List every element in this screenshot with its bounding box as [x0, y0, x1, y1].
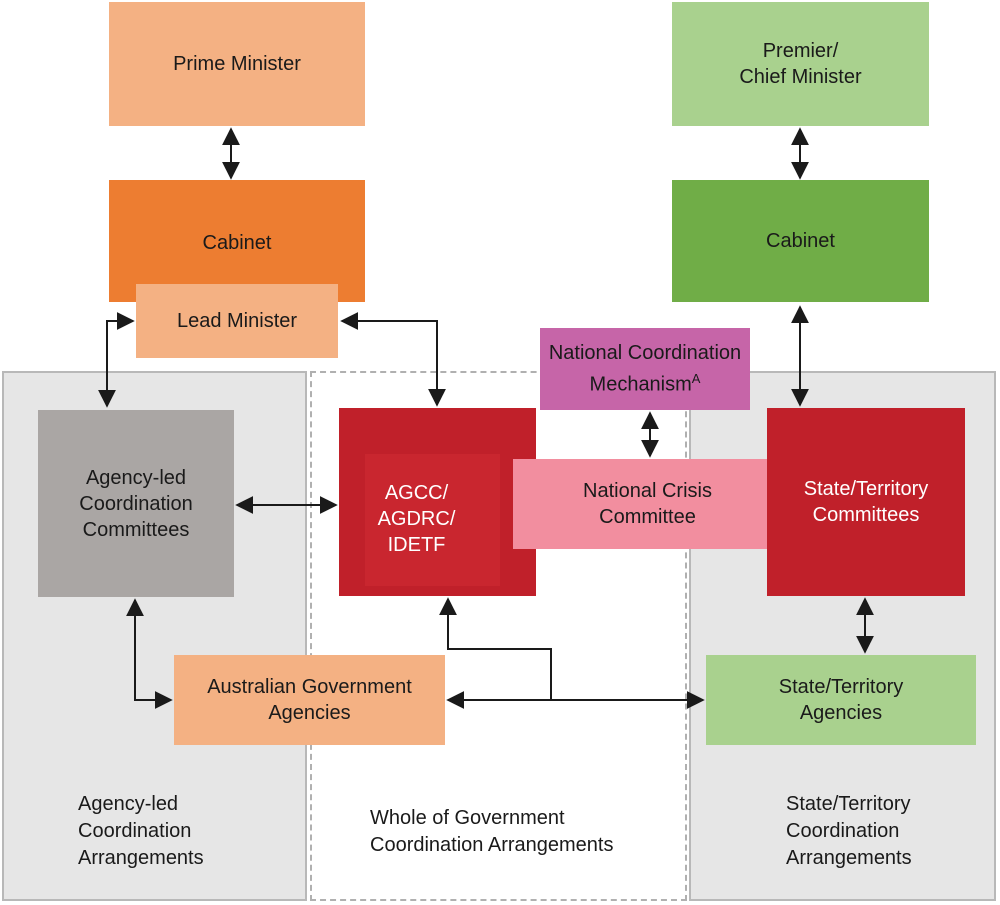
prime-minister-label: Prime Minister [173, 53, 301, 75]
state-agencies-label: State/Territory Agencies [778, 676, 904, 724]
footnote-marker: A [691, 371, 701, 387]
premier-label: Premier/ Chief Minister [739, 40, 862, 88]
state-agencies-box: State/Territory Agencies [706, 655, 976, 745]
state-cabinet-box: Cabinet [672, 180, 929, 302]
agency-led-region-label: Agency-led Coordination Arrangements [78, 793, 204, 869]
national-crisis-committee-box: National Crisis Committee [513, 459, 782, 549]
australian-government-agencies-box: Australian Government Agencies [174, 655, 445, 745]
arrow-agency-committees-aus-agencies [126, 598, 173, 709]
agcc-inner-panel [365, 454, 500, 586]
lead-minister-box: Lead Minister [136, 284, 338, 358]
agcc-label: AGCC/ AGDRC/ IDETF [377, 482, 456, 556]
national-coordination-mechanism-box: National Coordination MechanismA [540, 328, 750, 410]
national-crisis-committee-label: National Crisis Committee [583, 480, 712, 528]
lead-minister-label: Lead Minister [176, 310, 298, 332]
premier-box: Premier/ Chief Minister [672, 2, 929, 126]
prime-minister-box: Prime Minister [109, 2, 365, 126]
agency-led-committees-box: Agency-led Coordination Committees [38, 410, 234, 597]
arrow-agcc-agencies-link [439, 597, 552, 700]
federal-cabinet-box: Cabinet [109, 180, 365, 302]
state-committees-label: State/Territory Committees [803, 478, 929, 526]
agcc-box: AGCC/ AGDRC/ IDETF [339, 408, 536, 596]
whole-of-government-region-label: Whole of Government Coordination Arrange… [370, 807, 614, 856]
arrow-lead-minister-agency-committees [98, 312, 135, 408]
agency-led-committees-label: Agency-led Coordination Committees [79, 466, 193, 541]
state-cabinet-label: Cabinet [766, 230, 835, 252]
state-committees-box: State/Territory Committees [767, 408, 965, 596]
australian-government-agencies-label: Australian Government Agencies [207, 676, 412, 724]
state-territory-region-label: State/Territory Coordination Arrangement… [786, 793, 912, 869]
federal-cabinet-label: Cabinet [202, 232, 272, 254]
arrow-lead-minister-agcc [340, 312, 446, 407]
national-coordination-mechanism-label: National Coordination Mechanism [548, 342, 742, 396]
